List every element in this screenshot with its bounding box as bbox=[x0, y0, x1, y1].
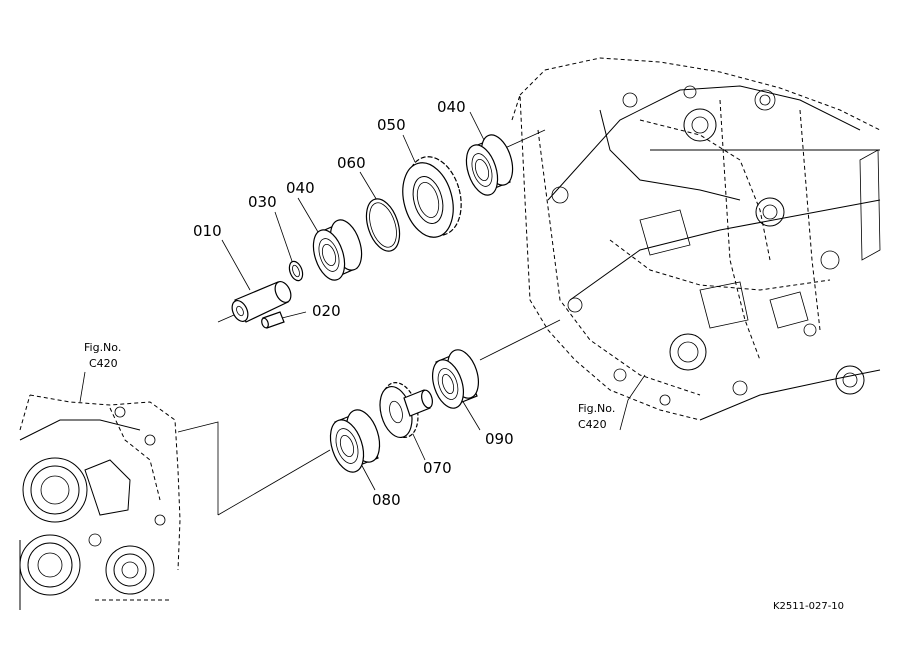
transmission-case-right bbox=[511, 57, 881, 421]
fig-ref-right: Fig.No. C420 bbox=[578, 402, 615, 431]
fig-ref-left-line1: Fig.No. bbox=[84, 341, 121, 354]
drawing-number: K2511-027-10 bbox=[773, 601, 844, 612]
label-060: 060 bbox=[337, 154, 366, 172]
part-050-gear bbox=[402, 156, 462, 238]
label-040-left: 040 bbox=[286, 179, 315, 197]
part-070-gear bbox=[379, 381, 433, 439]
part-020-pin bbox=[261, 311, 285, 329]
fig-ref-left-line2: C420 bbox=[89, 357, 118, 370]
fig-ref-left: Fig.No. C420 bbox=[84, 341, 121, 370]
part-080-bearing bbox=[329, 409, 381, 473]
label-030: 030 bbox=[248, 193, 277, 211]
fig-ref-right-line1: Fig.No. bbox=[578, 402, 615, 415]
part-010-shaft bbox=[231, 281, 292, 323]
label-010: 010 bbox=[193, 222, 222, 240]
label-080: 080 bbox=[372, 491, 401, 509]
part-090-bearing bbox=[432, 349, 479, 409]
fig-ref-right-line2: C420 bbox=[578, 418, 607, 431]
part-040-bearing-right bbox=[465, 134, 514, 196]
label-090: 090 bbox=[485, 430, 514, 448]
label-040-right: 040 bbox=[437, 98, 466, 116]
label-050: 050 bbox=[377, 116, 406, 134]
transmission-case-left bbox=[19, 394, 181, 610]
label-070: 070 bbox=[423, 459, 452, 477]
part-040-bearing-left bbox=[312, 219, 363, 281]
part-labels: 010 020 030 040 060 050 040 090 070 080 bbox=[193, 98, 514, 509]
leader-lines bbox=[79, 111, 646, 516]
label-020: 020 bbox=[312, 302, 341, 320]
part-060-ring bbox=[365, 198, 401, 252]
part-030-circlip bbox=[288, 260, 304, 282]
